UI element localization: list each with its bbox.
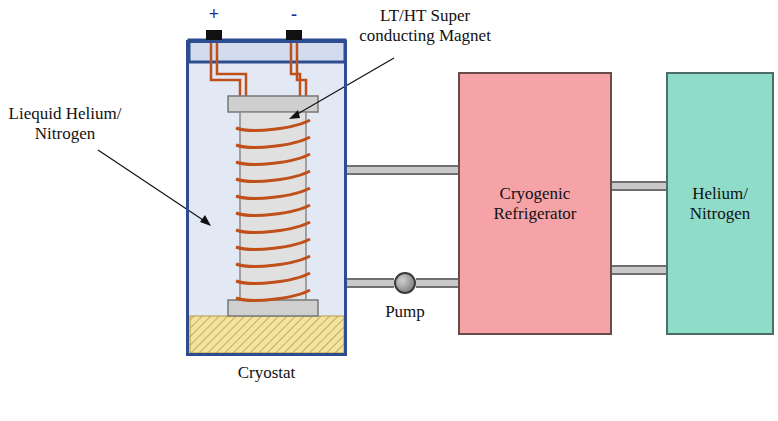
wire [217,41,246,96]
terminal-sign: - [284,4,304,24]
node-label: Cryogenic Refrigerator [466,184,604,224]
winding-turn [236,137,310,147]
winding-turn [236,273,310,283]
cryostat-vessel: Cryostat [186,40,347,356]
node-label: Pump [385,302,425,322]
pipe-wall [612,265,666,275]
pipe-connector [612,186,666,187]
wire [211,41,240,96]
pipe-bore [347,280,394,286]
winding-turn [236,256,310,266]
winding-turn [236,222,310,232]
part-label: LT/HT Super conducting Magnet [350,6,500,46]
current-lead [211,41,306,96]
leader-line [98,150,206,222]
gas-supply-box: Helium/ Nitrogen [666,72,774,335]
leader-tip [289,110,300,119]
winding-turn [236,290,310,300]
terminal-sign: + [204,4,224,24]
cryostat-liquid [189,60,345,354]
pipe-wall [347,165,458,175]
cryostat-base [190,316,344,353]
pump-symbol: Pump [394,272,416,294]
pipe-connector [347,283,394,284]
pipe-bore [416,280,458,286]
pipe-bore [612,267,666,273]
pipe-connector [347,170,458,171]
pipe-wall [612,181,666,191]
node-label: Cryostat [238,363,296,383]
wire [297,41,306,96]
coil-cap [228,300,318,316]
winding-turn [236,239,310,249]
coil-former [240,112,306,302]
winding-turn [236,171,310,181]
coil-winding [236,120,310,300]
winding-turn [236,205,310,215]
leader-line [294,58,394,116]
pipe-connector [416,283,458,284]
part-label: Liequid Helium/ Nitrogen [4,104,126,144]
pipe-connector [612,270,666,271]
leader-tip [200,215,211,226]
winding-turn [236,154,310,164]
pipe-wall [347,278,394,288]
refrigerator-box: Cryogenic Refrigerator [458,72,612,335]
winding-turn [236,188,310,198]
pipe-wall [416,278,458,288]
pipe-bore [347,167,458,173]
cryostat-lid [189,40,345,62]
node-label: Helium/ Nitrogen [674,184,766,224]
pipe-bore [612,183,666,189]
wire [291,41,300,96]
winding-turn [236,120,310,130]
